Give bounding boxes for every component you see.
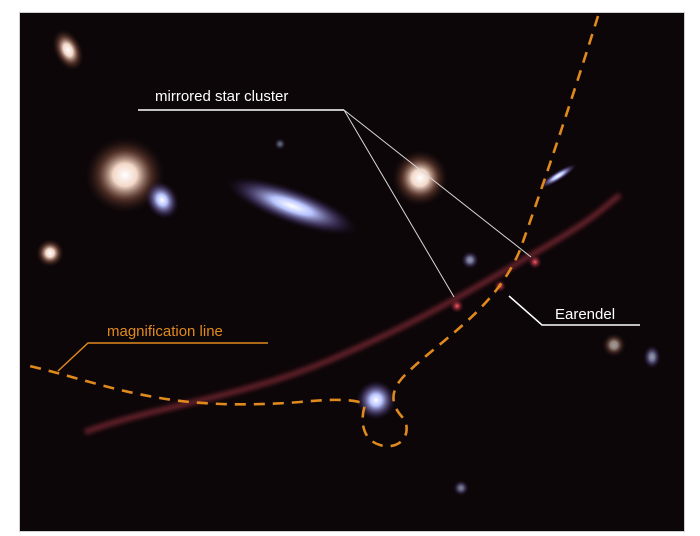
galaxy	[461, 251, 479, 269]
galaxy	[274, 138, 286, 150]
galaxy	[392, 150, 448, 206]
galaxy	[643, 345, 661, 369]
mirrored-star-cluster-callout	[138, 109, 532, 298]
galaxy	[356, 380, 396, 420]
magnification-line	[24, 15, 600, 448]
label-mirrored-star-cluster: mirrored star cluster	[155, 88, 288, 105]
star-cluster-knot	[450, 299, 464, 313]
label-magnification-line: magnification line	[107, 323, 223, 340]
lensed-arc	[84, 193, 622, 435]
magnification-line-callout	[57, 342, 268, 372]
galaxy	[144, 180, 180, 220]
galaxy	[453, 480, 469, 496]
star-cluster-knot	[528, 255, 542, 269]
galaxy	[225, 176, 359, 236]
galaxy	[85, 137, 165, 213]
galaxy	[539, 163, 577, 189]
galaxy	[36, 239, 64, 267]
galaxy	[602, 333, 626, 357]
earendel-callout	[508, 295, 640, 326]
hubble-image	[19, 12, 685, 532]
galaxy	[52, 29, 84, 71]
label-earendel: Earendel	[555, 306, 615, 323]
